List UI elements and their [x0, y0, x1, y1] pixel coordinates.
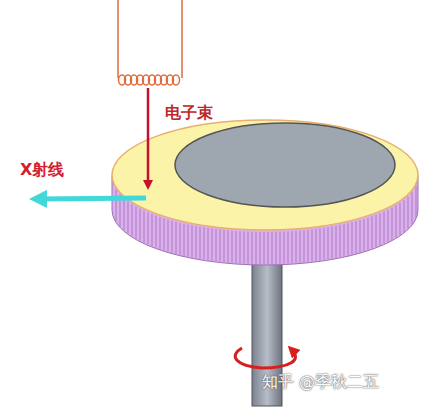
knurl-line	[248, 232, 249, 264]
knurl-line	[200, 227, 201, 259]
knurl-line	[132, 204, 133, 236]
knurl-line	[204, 227, 205, 259]
knurl-line	[128, 201, 129, 233]
knurl-line	[164, 218, 165, 250]
knurl-line	[384, 212, 385, 244]
knurl-line	[256, 232, 257, 264]
knurl-line	[356, 221, 357, 253]
knurl-line	[136, 207, 137, 239]
knurl-line	[244, 231, 245, 263]
knurl-line	[220, 230, 221, 262]
knurl-line	[140, 209, 141, 241]
knurl-line	[332, 226, 333, 258]
knurl-line	[236, 231, 237, 263]
knurl-line	[348, 223, 349, 255]
knurl-line	[168, 220, 169, 252]
knurl-line	[144, 211, 145, 243]
knurl-line	[156, 216, 157, 248]
anode-center	[175, 123, 395, 207]
knurl-line	[268, 232, 269, 264]
knurl-line	[352, 222, 353, 254]
knurl-line	[316, 229, 317, 261]
knurl-line	[180, 223, 181, 255]
anode-target-ring	[112, 120, 418, 230]
knurl-line	[264, 232, 265, 264]
knurl-line	[416, 186, 417, 218]
knurl-line	[116, 189, 117, 221]
knurl-line	[152, 214, 153, 246]
rotation-arrow	[235, 348, 295, 368]
knurl-line	[328, 227, 329, 259]
knurl-line	[360, 220, 361, 252]
knurl-line	[308, 230, 309, 262]
knurl-line	[172, 221, 173, 253]
knurl-line	[272, 232, 273, 264]
electron-beam	[147, 88, 150, 185]
knurl-line	[392, 208, 393, 240]
knurl-line	[320, 228, 321, 260]
knurl-line	[240, 231, 241, 263]
knurl-line	[284, 232, 285, 264]
knurl-line	[364, 219, 365, 251]
knurl-line	[344, 224, 345, 256]
knurl-line	[372, 216, 373, 248]
knurl-line	[184, 224, 185, 256]
knurl-line	[216, 229, 217, 261]
knurl-line	[196, 226, 197, 258]
knurl-line	[288, 231, 289, 263]
knurl-line	[400, 203, 401, 235]
knurl-line	[260, 232, 261, 264]
watermark: 知乎 @季秋二五	[262, 372, 379, 393]
knurl-line	[276, 232, 277, 264]
x-ray-label: X射线	[20, 160, 64, 181]
knurl-line	[124, 198, 125, 230]
knurl-line	[376, 215, 377, 247]
knurl-line	[280, 232, 281, 264]
knurl-line	[188, 225, 189, 257]
knurl-line	[296, 231, 297, 263]
knurl-line	[252, 232, 253, 264]
knurl-line	[192, 225, 193, 257]
filament	[118, 0, 182, 85]
knurl-line	[388, 210, 389, 242]
knurl-line	[232, 231, 233, 263]
knurl-line	[176, 222, 177, 254]
knurl-line	[300, 231, 301, 263]
knurl-line	[340, 225, 341, 257]
electron-beam-label: 电子束	[165, 103, 213, 124]
knurl-line	[380, 213, 381, 245]
coil-turn	[173, 75, 180, 85]
knurl-line	[304, 230, 305, 262]
knurl-line	[224, 230, 225, 262]
knurl-line	[312, 229, 313, 261]
knurl-line	[228, 230, 229, 262]
knurl-line	[148, 212, 149, 244]
knurl-line	[404, 200, 405, 232]
knurl-line	[368, 218, 369, 250]
knurl-line	[208, 228, 209, 260]
knurl-line	[160, 217, 161, 249]
knurl-line	[408, 197, 409, 229]
knurl-line	[292, 231, 293, 263]
knurl-line	[336, 226, 337, 258]
knurl-line	[212, 229, 213, 261]
knurl-line	[396, 205, 397, 237]
x-ray-arrow	[38, 198, 146, 199]
knurl-line	[324, 228, 325, 260]
knurl-line	[412, 192, 413, 224]
